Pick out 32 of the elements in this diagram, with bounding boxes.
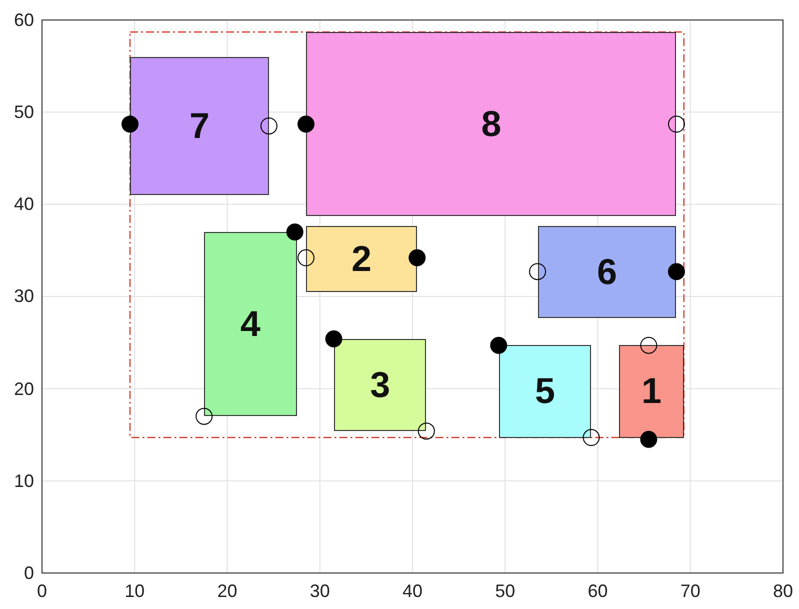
block-number: 7 bbox=[189, 108, 210, 144]
axis-tick-label: 20 bbox=[217, 582, 238, 600]
axis-tick-label: 20 bbox=[14, 380, 34, 398]
axis-tick-label: 50 bbox=[14, 103, 34, 122]
block-number: 3 bbox=[370, 366, 390, 403]
block-number: 5 bbox=[534, 373, 555, 410]
axis-tick-label: 30 bbox=[14, 287, 34, 306]
axis-tick-label: 30 bbox=[310, 582, 330, 600]
axis-tick-label: 60 bbox=[14, 10, 34, 29]
axis-tick-label: 50 bbox=[495, 582, 516, 600]
axis-tick-label: 10 bbox=[14, 472, 34, 490]
axis-tick-label: 0 bbox=[24, 564, 34, 582]
axis-tick-label: 80 bbox=[772, 582, 794, 600]
rectangle-block bbox=[619, 345, 684, 438]
rectangle-block bbox=[306, 32, 676, 216]
axis-tick-label: 40 bbox=[402, 582, 423, 600]
rectangle-block bbox=[538, 226, 676, 318]
rectangle-block bbox=[204, 232, 297, 416]
block-number: 1 bbox=[641, 373, 662, 410]
rectangle-block bbox=[498, 345, 592, 438]
rectangle-block bbox=[306, 226, 418, 292]
axis-tick-label: 60 bbox=[588, 582, 608, 600]
block-number: 2 bbox=[352, 240, 372, 277]
block-number: 8 bbox=[481, 106, 502, 142]
axis-tick-label: 0 bbox=[37, 582, 47, 600]
axis-tick-label: 70 bbox=[680, 582, 700, 600]
rectangle-block bbox=[130, 56, 269, 196]
axis-tick-label: 10 bbox=[124, 582, 145, 600]
axis-tick-label: 40 bbox=[14, 195, 34, 214]
block-number: 6 bbox=[596, 254, 618, 290]
block-number: 4 bbox=[240, 306, 260, 342]
rectangle-block bbox=[334, 338, 426, 432]
